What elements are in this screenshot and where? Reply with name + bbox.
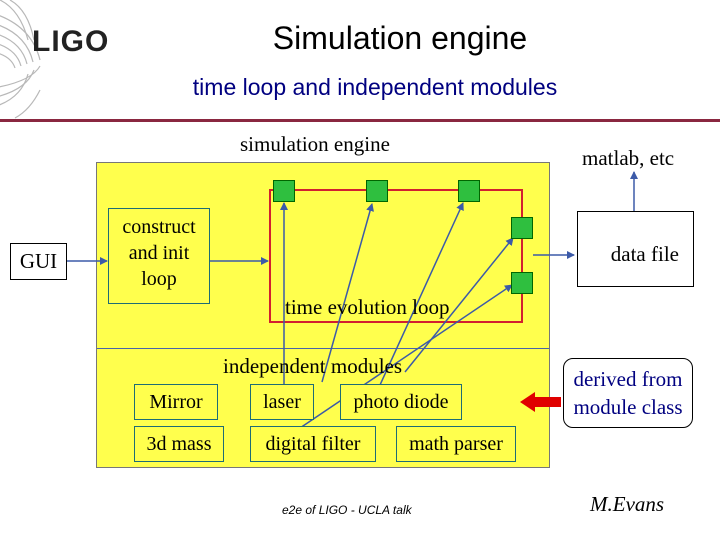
module-math-parser: math parser (396, 426, 516, 462)
ligo-logo: LIGO (0, 0, 120, 120)
filter-to-node5-arrow (299, 284, 513, 429)
time-evolution-loop-rect (269, 189, 523, 323)
derived-line-2: module class (573, 395, 683, 419)
ligo-logo-swirl-icon (0, 0, 41, 119)
loop-node-1 (273, 180, 295, 202)
footer-talk-title: e2e of LIGO - UCLA talk (282, 503, 412, 517)
construct-line-2: and init (128, 242, 190, 264)
loop-node-2 (366, 180, 388, 202)
loop-node-5 (511, 272, 533, 294)
photodiode-to-node4-arrow (404, 237, 514, 373)
laser-to-node2-arrow (321, 203, 374, 383)
engine-section-divider (97, 348, 549, 349)
derived-from-module-class-box: derived from module class (563, 358, 693, 428)
photodiode-to-node3-arrow (379, 202, 464, 386)
derived-from-arrow (520, 392, 561, 412)
page-title: Simulation engine (272, 20, 528, 56)
matlab-label: matlab, etc (582, 146, 675, 170)
construct-init-loop-box: construct and init loop (108, 208, 210, 304)
title-divider (0, 119, 720, 122)
module-photo-diode: photo diode (340, 384, 462, 420)
time-evolution-loop-label: time evolution loop (285, 295, 450, 319)
construct-line-1: construct (122, 216, 196, 238)
gui-box: GUI (10, 243, 67, 280)
independent-modules-label: independent modules (223, 354, 403, 378)
module-digital-filter: digital filter (250, 426, 376, 462)
simulation-engine-label: simulation engine (240, 132, 390, 156)
footer-author: M.Evans (590, 492, 665, 516)
construct-line-3: loop (141, 268, 177, 290)
page-subtitle: time loop and independent modules (192, 74, 558, 100)
loop-node-4 (511, 217, 533, 239)
ligo-logo-text: LIGO (32, 25, 110, 58)
data-file-box: data file (577, 211, 694, 287)
derived-line-1: derived from (573, 367, 683, 391)
loop-node-3 (458, 180, 480, 202)
module-3d-mass: 3d mass (134, 426, 224, 462)
module-mirror: Mirror (134, 384, 218, 420)
module-laser: laser (250, 384, 314, 420)
